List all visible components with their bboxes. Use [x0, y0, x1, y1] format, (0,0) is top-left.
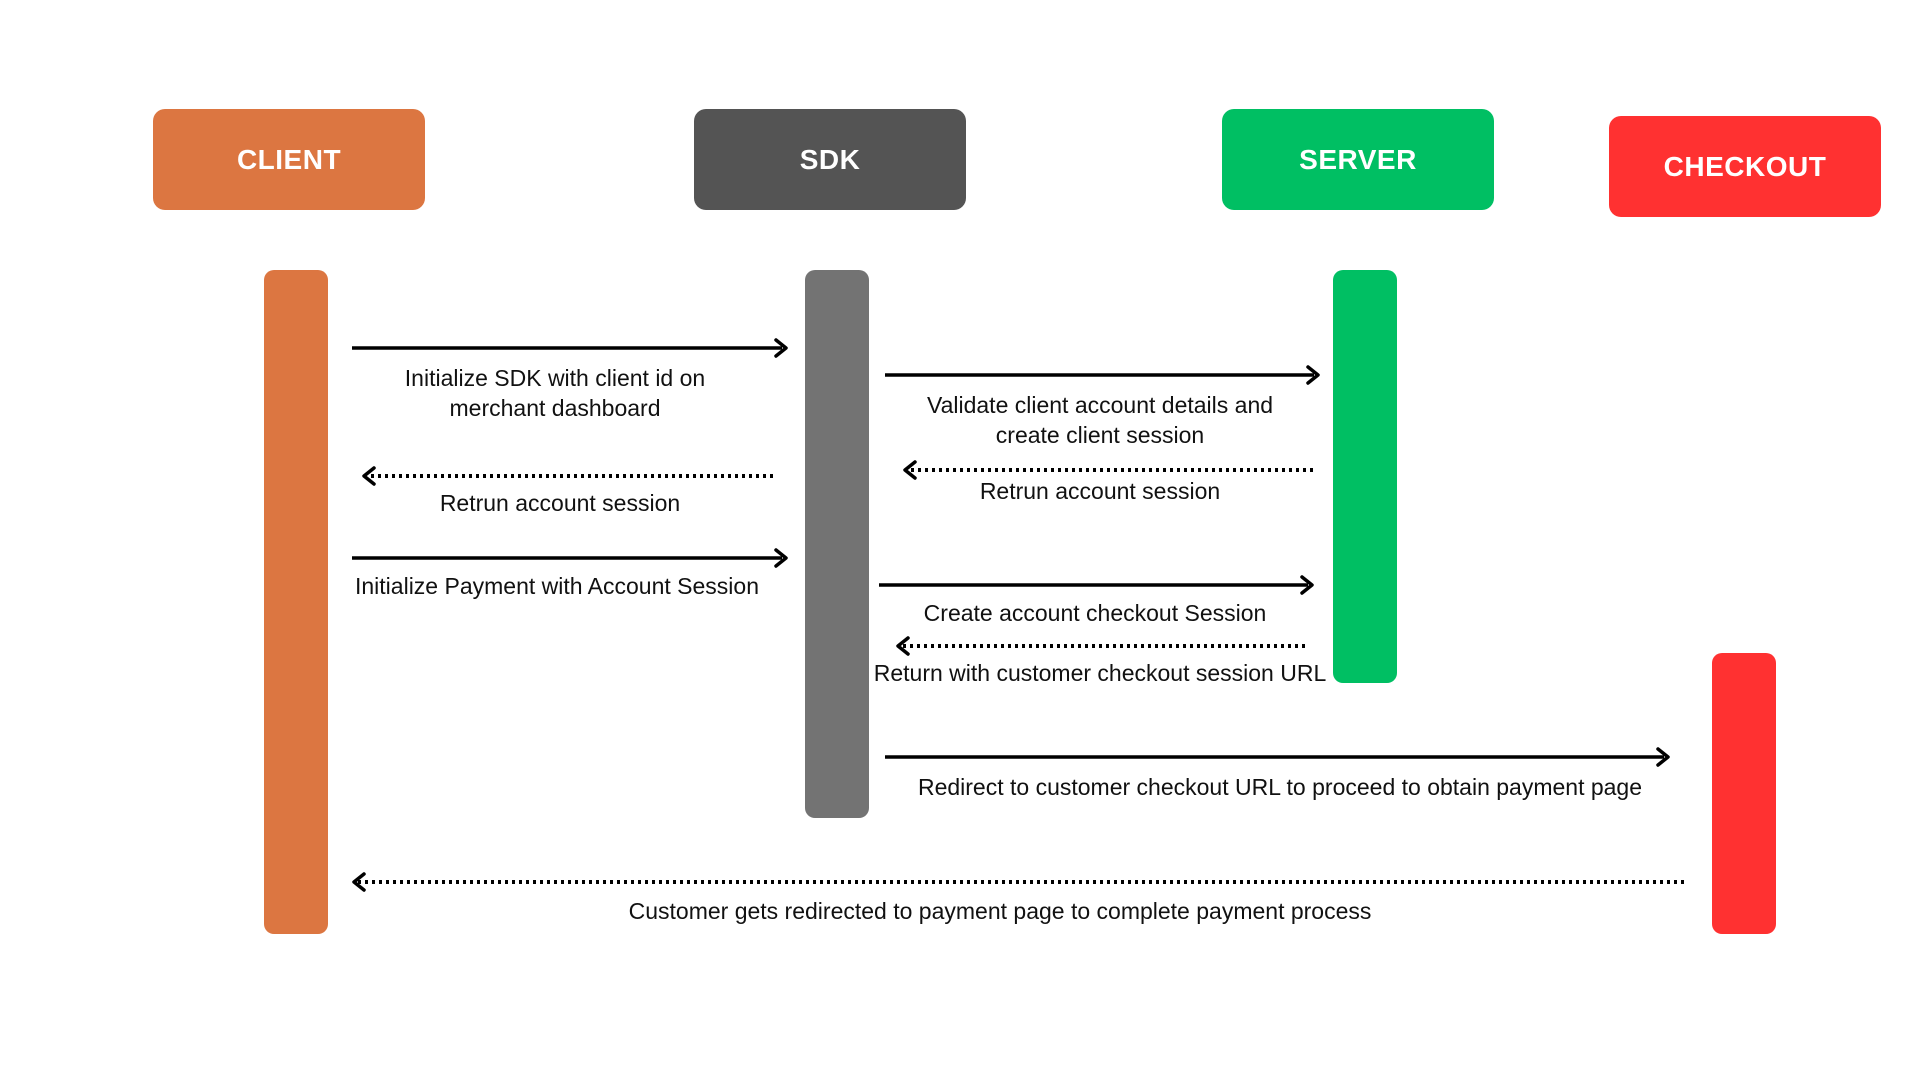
arrowhead — [903, 460, 917, 480]
label-validate-account: Validate client account details and crea… — [926, 392, 1274, 448]
actor-client: CLIENT — [153, 109, 425, 210]
arrowhead — [1300, 575, 1314, 595]
arrowhead — [896, 636, 910, 656]
label-return-checkout-url: Return with customer checkout session UR… — [873, 660, 1327, 686]
arrow-initialize-sdk — [352, 338, 788, 358]
label-server-return-session: Retrun account session — [979, 478, 1221, 504]
actor-checkout-label: CHECKOUT — [1663, 150, 1827, 182]
actor-server-label: SERVER — [1299, 143, 1417, 175]
arrow-return-checkout-url — [896, 636, 1305, 656]
arrowhead — [1306, 365, 1320, 385]
arrow-initialize-payment — [352, 548, 788, 568]
arrow-customer-redirected — [352, 872, 1684, 892]
lifeline-checkout — [1712, 653, 1776, 934]
arrow-validate-account — [885, 365, 1320, 385]
arrowhead — [352, 872, 366, 892]
actor-sdk: SDK — [694, 109, 966, 210]
actor-client-label: CLIENT — [236, 143, 342, 175]
arrow-redirect-checkout — [885, 747, 1670, 767]
label-redirect-checkout: Redirect to customer checkout URL to pro… — [917, 774, 1643, 800]
arrow-create-checkout-session — [879, 575, 1314, 595]
label-customer-redirected: Customer gets redirected to payment page… — [628, 898, 1372, 924]
arrowhead — [1656, 747, 1670, 767]
actor-sdk-label: SDK — [799, 143, 861, 175]
lifeline-server — [1333, 270, 1397, 683]
label-initialize-payment: Initialize Payment with Account Session — [355, 573, 759, 599]
lifeline-client — [264, 270, 328, 934]
arrowhead — [774, 548, 788, 568]
actor-checkout: CHECKOUT — [1609, 116, 1881, 217]
arrow-server-return-session — [903, 460, 1313, 480]
label-create-checkout-session: Create account checkout Session — [923, 600, 1267, 626]
lifeline-sdk — [805, 270, 869, 818]
actor-server: SERVER — [1222, 109, 1494, 210]
arrowhead — [362, 466, 376, 486]
label-sdk-return-session: Retrun account session — [439, 490, 681, 516]
label-initialize-sdk: Initialize SDK with client id on merchan… — [404, 365, 706, 421]
arrowhead — [774, 338, 788, 358]
arrow-sdk-return-session — [362, 466, 773, 486]
